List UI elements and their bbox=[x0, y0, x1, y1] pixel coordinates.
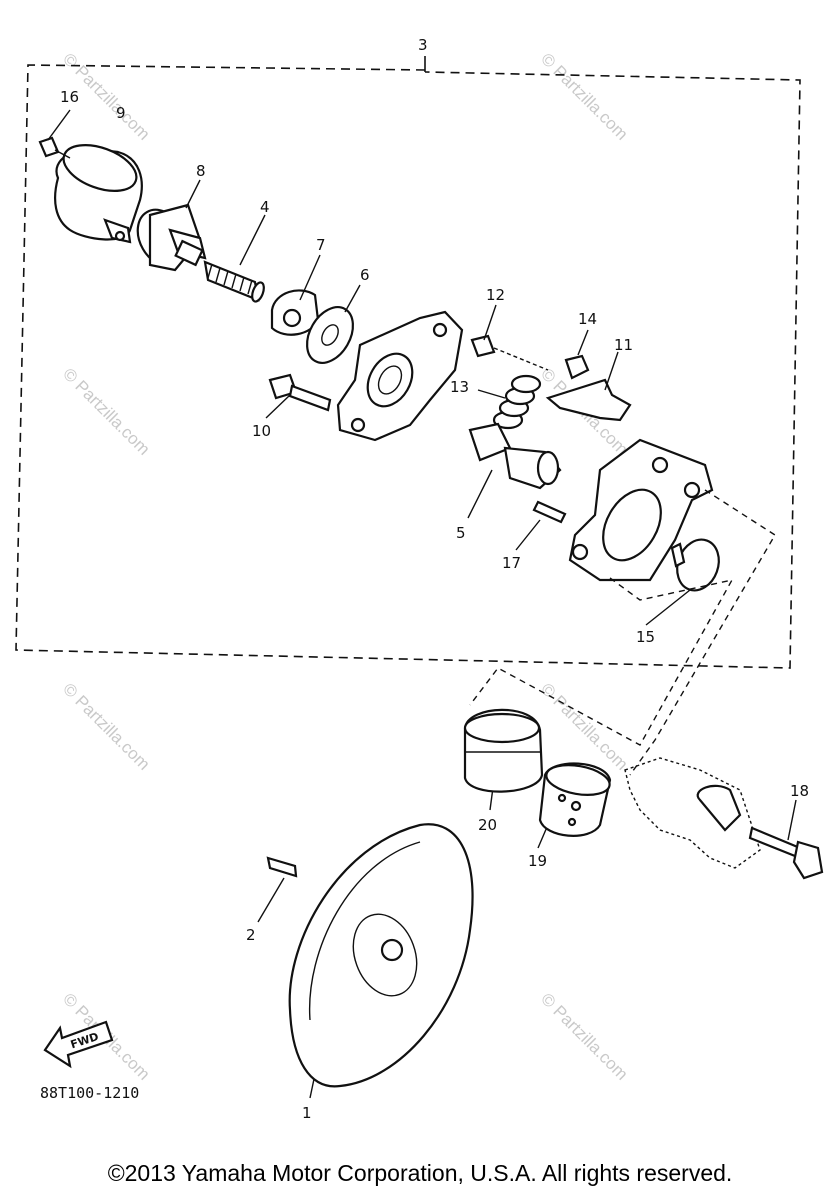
part-15-plug bbox=[670, 538, 720, 592]
callout-13: 13 bbox=[450, 378, 469, 396]
part-20-cap bbox=[463, 708, 544, 793]
copyright-notice: ©2013 Yamaha Motor Corporation, U.S.A. A… bbox=[107, 1160, 733, 1186]
diagram-code: 88T100-1210 bbox=[40, 1084, 139, 1102]
part-10-bolt bbox=[268, 373, 332, 412]
callout-10: 10 bbox=[252, 422, 271, 440]
watermark-2: © Partzilla.com bbox=[537, 49, 631, 143]
callout-11: 11 bbox=[614, 336, 633, 354]
part-6-washer bbox=[305, 306, 355, 364]
callout-3: 3 bbox=[418, 36, 428, 54]
callout-20: 20 bbox=[478, 816, 497, 834]
part-2-key bbox=[266, 856, 298, 878]
callout-15: 15 bbox=[636, 628, 655, 646]
watermark-3: © Partzilla.com bbox=[59, 364, 153, 458]
part-4-spring bbox=[203, 260, 265, 303]
part-1-disc bbox=[288, 823, 474, 1088]
part-9-cover bbox=[54, 144, 143, 244]
watermark-6: © Partzilla.com bbox=[537, 679, 631, 773]
callout-labels: 3 16 9 8 4 7 6 12 14 11 13 10 5 17 15 18… bbox=[60, 36, 809, 1122]
callout-2: 2 bbox=[246, 926, 256, 944]
callout-1: 1 bbox=[302, 1104, 312, 1122]
part-12-bolt bbox=[470, 334, 549, 371]
callout-17: 17 bbox=[502, 554, 521, 572]
part-8-shaft bbox=[136, 203, 207, 272]
part-right-housing bbox=[568, 438, 714, 582]
part-16-bolt bbox=[38, 136, 71, 159]
part-18-bolt-case bbox=[624, 757, 824, 880]
watermark-5: © Partzilla.com bbox=[59, 679, 153, 773]
part-17-pin bbox=[532, 500, 567, 524]
part-7-plate bbox=[270, 289, 320, 336]
callout-4: 4 bbox=[260, 198, 270, 216]
callout-18: 18 bbox=[790, 782, 809, 800]
callout-9: 9 bbox=[116, 104, 126, 122]
callout-16: 16 bbox=[60, 88, 79, 106]
callout-8: 8 bbox=[196, 162, 206, 180]
part-5-shaft bbox=[468, 422, 562, 490]
callout-19: 19 bbox=[528, 852, 547, 870]
callout-6: 6 bbox=[360, 266, 370, 284]
callout-7: 7 bbox=[316, 236, 326, 254]
assembly-outline bbox=[15, 56, 801, 669]
part-13-spring bbox=[492, 374, 542, 430]
watermark-8: © Partzilla.com bbox=[537, 989, 631, 1083]
part-11-lever bbox=[545, 378, 632, 422]
callout-14: 14 bbox=[578, 310, 597, 328]
callout-12: 12 bbox=[486, 286, 505, 304]
callout-5: 5 bbox=[456, 524, 466, 542]
part-housing-bracket bbox=[336, 310, 464, 442]
part-19-cap bbox=[538, 762, 612, 837]
fwd-arrow-icon: FWD bbox=[43, 1020, 114, 1069]
part-14-nut bbox=[564, 354, 590, 380]
